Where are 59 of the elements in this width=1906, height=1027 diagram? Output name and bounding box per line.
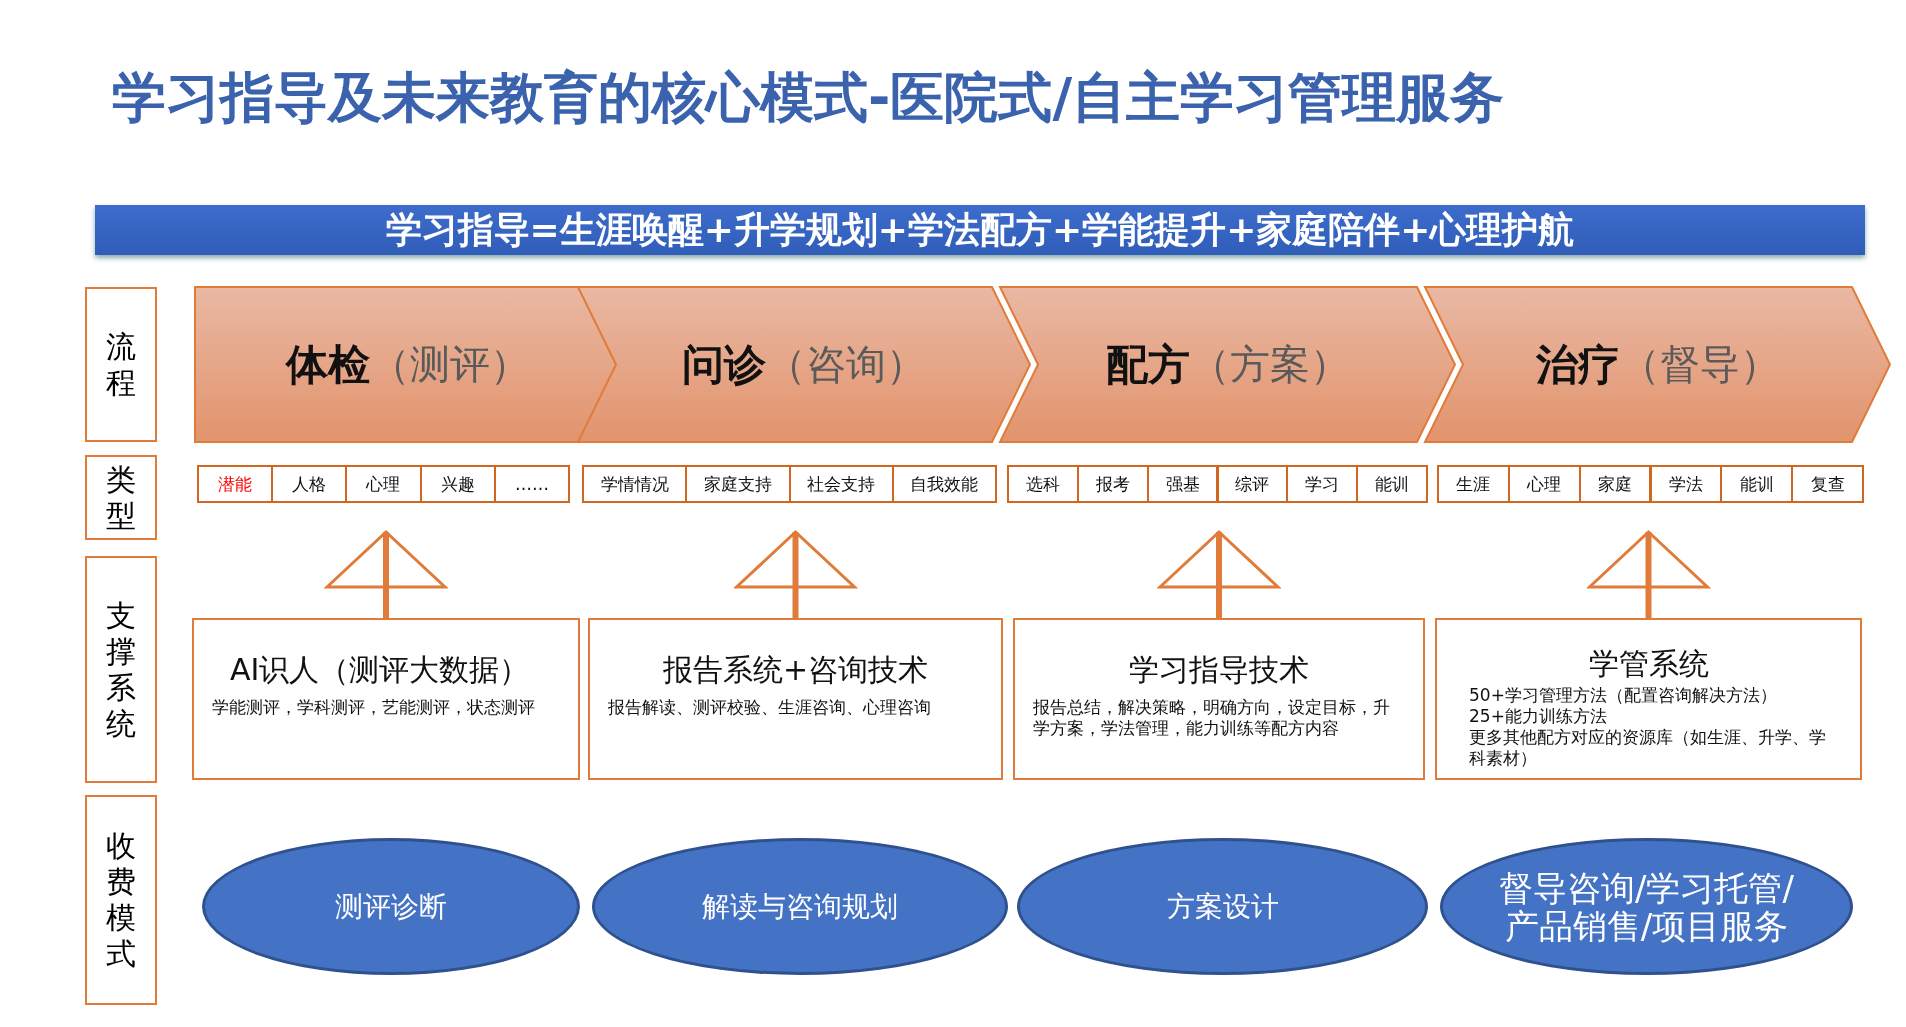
category-tag: 能训	[1356, 465, 1428, 503]
panel-description: 学能测评，学科测评，艺能测评，状态测评	[212, 697, 536, 718]
stage-subtitle: （咨询）	[766, 340, 926, 389]
category-tag: 综评	[1216, 465, 1289, 503]
category-tag: 选科	[1007, 465, 1079, 503]
hollow-up-arrow	[1588, 530, 1709, 618]
stage-subtitle: （督导）	[1619, 340, 1780, 389]
category-tag: 生涯	[1437, 465, 1510, 503]
panel-heading: 学管系统	[1587, 645, 1710, 683]
support-panel	[192, 618, 580, 780]
category-tag: 心理	[345, 465, 422, 503]
category-tag: 报考	[1076, 465, 1149, 503]
stage-title: 配方	[1105, 338, 1190, 391]
category-tag: 人格	[271, 465, 348, 503]
page-title: 学习指导及未来教育的核心模式-医院式/自主学习管理服务	[112, 65, 1505, 131]
category-tag: 学情情况	[582, 465, 688, 503]
fee-label: 解读与咨询规划	[702, 888, 898, 925]
support-panel	[1435, 618, 1862, 780]
row-header	[85, 455, 157, 540]
stage-subtitle: （方案）	[1189, 340, 1350, 389]
row-header	[85, 556, 157, 783]
panel-description: 50+学习管理方法（配置咨询解决方法）	[1468, 685, 1778, 706]
row-header-text: 收费模式	[106, 828, 136, 972]
category-tag: 社会支持	[788, 465, 894, 503]
category-tag: 兴趣	[419, 465, 496, 503]
panel-heading: AI识人（测评大数据）	[229, 651, 531, 689]
stage-title: 问诊	[682, 338, 766, 391]
category-tag: 家庭	[1578, 465, 1652, 503]
category-tag: 学法	[1649, 465, 1723, 503]
row-header-text: 支撑系统	[106, 597, 136, 742]
category-tag: 复查	[1791, 465, 1864, 503]
category-tag: ……	[493, 465, 570, 503]
support-panel	[1013, 618, 1425, 780]
panel-description: 报告解读、测评校验、生涯咨询、心理咨询	[608, 697, 932, 718]
category-tag: 能训	[1720, 465, 1794, 503]
row-header-text: 流程	[106, 328, 136, 401]
row-header	[85, 795, 157, 1005]
category-tag: 潜能	[197, 465, 274, 503]
row-header-text: 类型	[106, 461, 136, 534]
panel-description: 报告总结，解决策略，明确方向，设定目标，升学方案，学法管理，能力训练等配方内容	[1033, 697, 1391, 739]
category-tag: 学习	[1286, 465, 1359, 503]
panel-description: 更多其他配方对应的资源库（如生涯、升学、学科素材）	[1468, 727, 1827, 769]
category-tag: 强基	[1146, 465, 1219, 503]
panel-heading: 学习指导技术	[1128, 651, 1310, 689]
hollow-up-arrow	[1158, 530, 1280, 618]
hollow-up-arrow	[735, 530, 856, 618]
category-tag: 自我效能	[891, 465, 997, 503]
panel-description: 25+能力训练方法	[1468, 706, 1608, 727]
fee-label: 测评诊断	[335, 888, 447, 925]
formula-banner: 学习指导=生涯唤醒+升学规划+学法配方+学能提升+家庭陪伴+心理护航	[95, 205, 1865, 255]
category-tag: 家庭支持	[685, 465, 791, 503]
fee-label: 方案设计	[1166, 888, 1279, 925]
support-panel	[588, 618, 1003, 780]
stage-title: 治疗	[1535, 338, 1620, 391]
fee-label: 督导咨询/学习托管/产品销售/项目服务	[1498, 868, 1795, 945]
hollow-up-arrow	[325, 530, 447, 618]
panel-heading: 报告系统+咨询技术	[661, 651, 930, 689]
row-header	[85, 287, 157, 442]
category-tag: 心理	[1507, 465, 1581, 503]
